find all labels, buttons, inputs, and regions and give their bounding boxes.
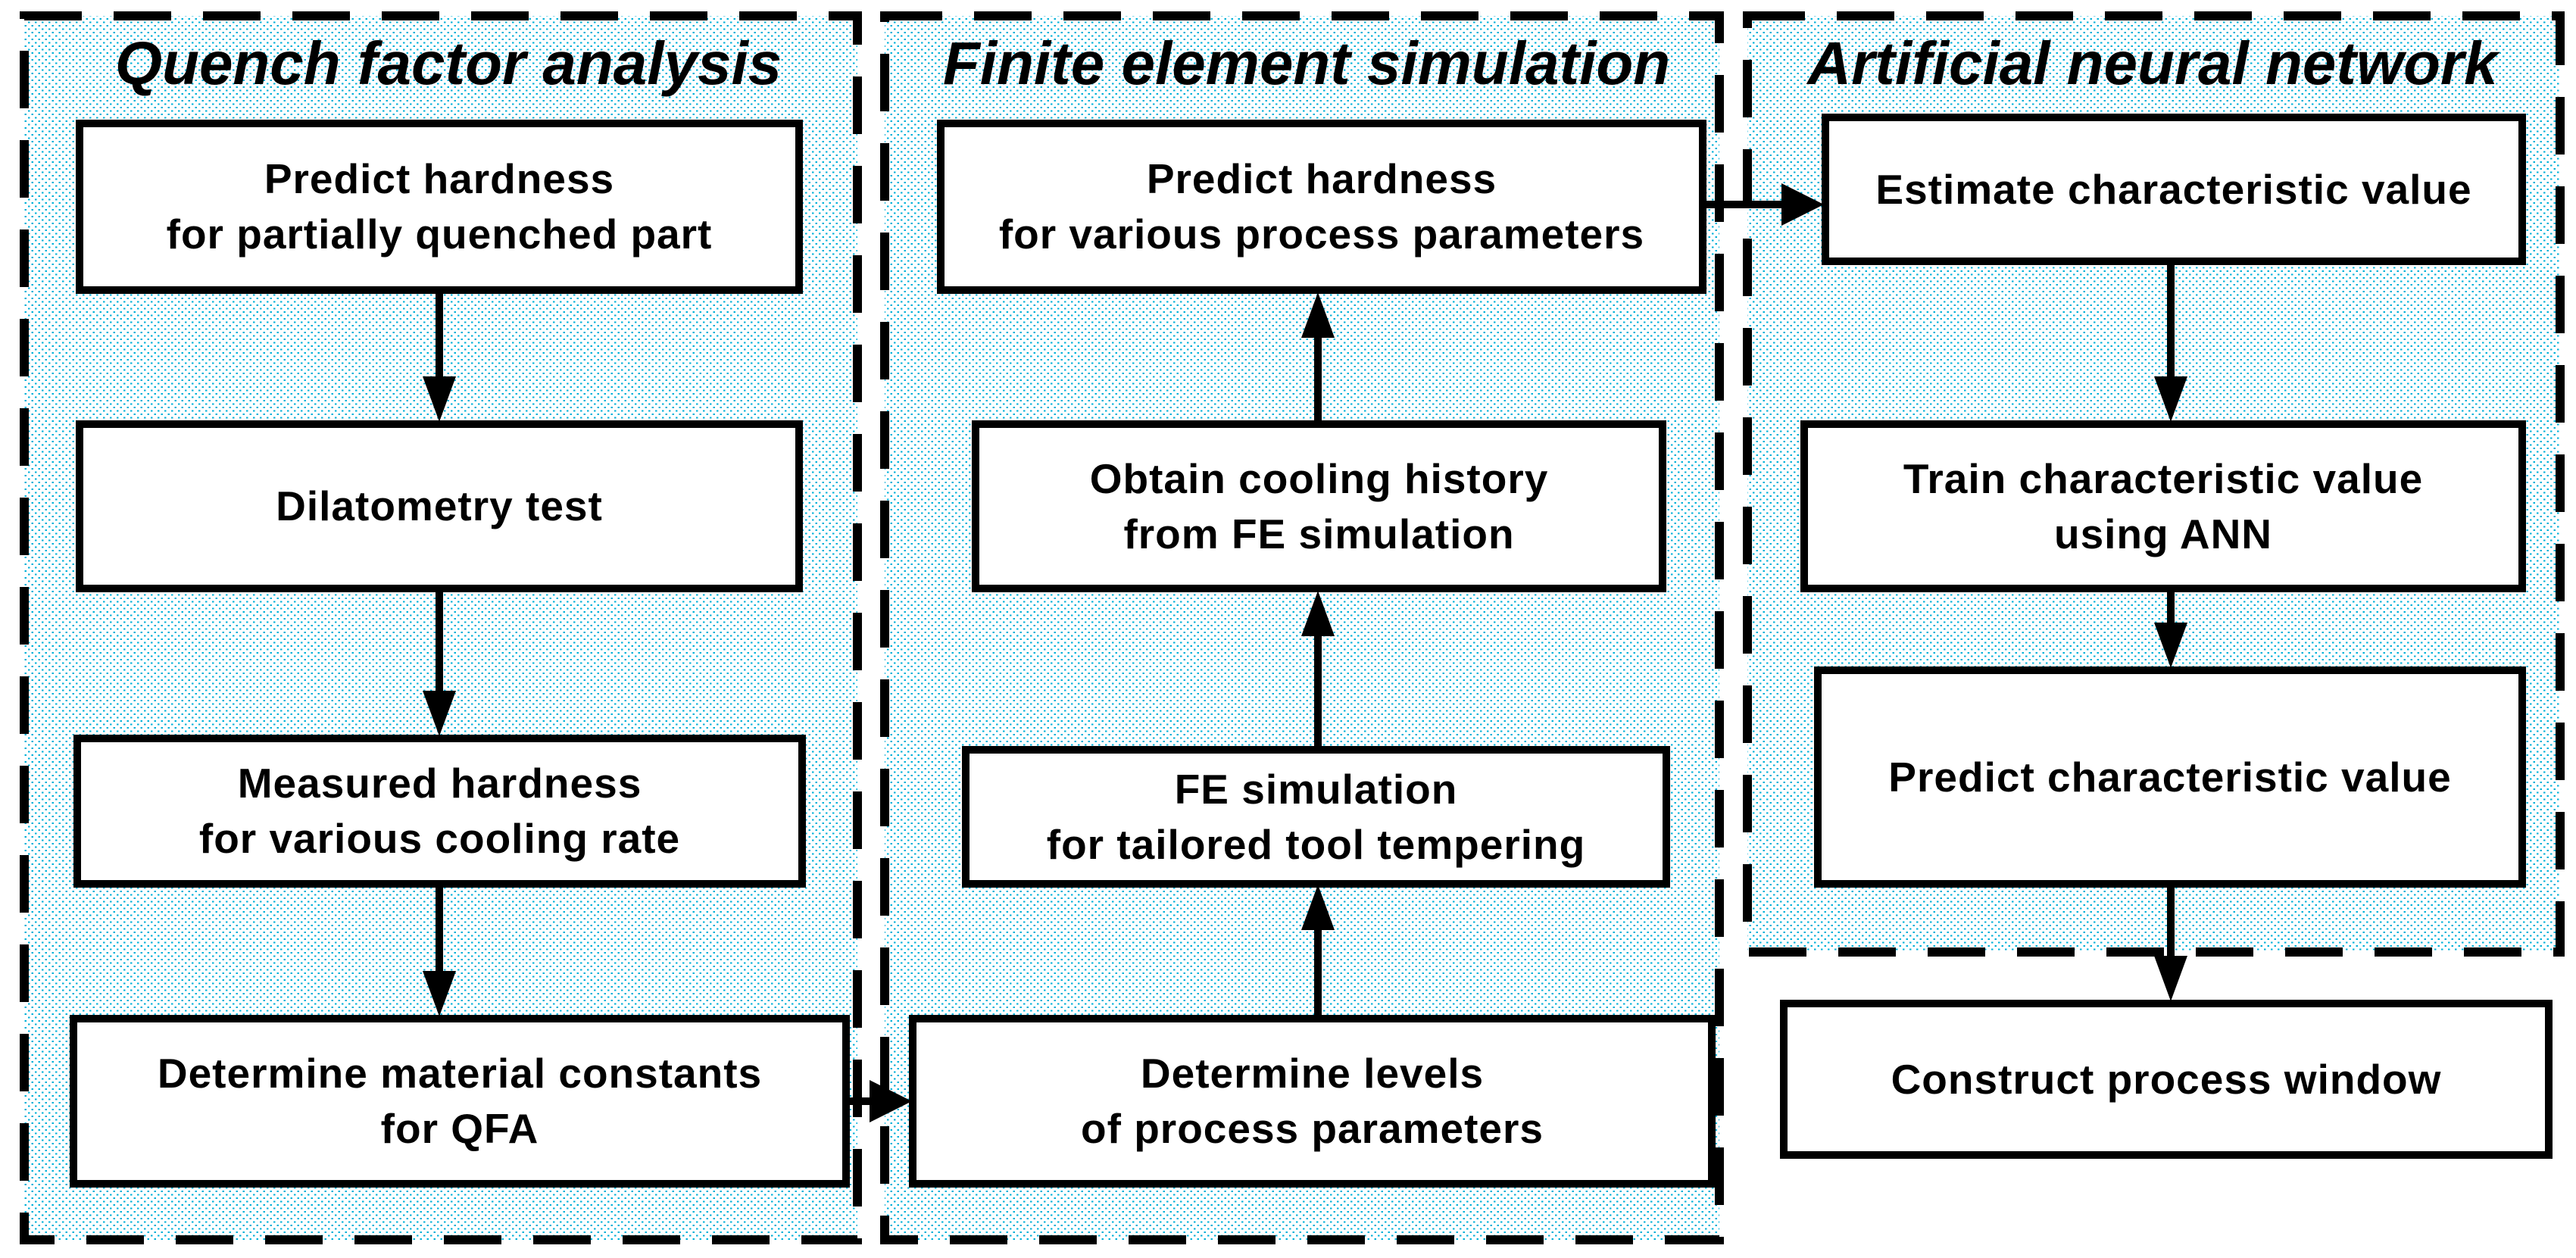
arrowhead-down-icon <box>423 971 456 1016</box>
arrowhead-up-icon <box>1301 292 1335 338</box>
box-text-line: for partially quenched part <box>166 211 713 258</box>
arrowhead-right-icon <box>870 1080 912 1122</box>
arrow-qfa2-to-qfa3 <box>417 591 461 736</box>
qfa-box-dilatometry-test: Dilatometry test <box>76 420 803 592</box>
arrow-shaft <box>2167 264 2175 379</box>
ann-panel-title: Artificial neural network <box>1807 30 2498 97</box>
arrow-shaft <box>2167 886 2175 959</box>
arrowhead-down-icon <box>2154 956 2187 1001</box>
box-text-line: Predict characteristic value <box>1888 753 2452 801</box>
arrowhead-down-icon <box>2154 623 2187 668</box>
arrow-qfa1-to-qfa2 <box>417 292 461 422</box>
box-text-line: Predict hardness <box>264 155 615 203</box>
arrow-shaft <box>1314 633 1322 748</box>
arrow-shaft <box>436 292 443 379</box>
qfa-box-material-constants: Determine material constants for QFA <box>70 1015 850 1188</box>
box-text-line: Determine material constants <box>157 1050 763 1097</box>
arrow-shaft <box>436 886 443 974</box>
fes-box-predict-hardness: Predict hardness for various process par… <box>937 120 1706 294</box>
box-text-line: Train characteristic value <box>1903 454 2424 502</box>
fes-box-cooling-history: Obtain cooling history from FE simulatio… <box>972 420 1666 592</box>
box-text-line: using ANN <box>2053 510 2273 557</box>
arrow-shaft <box>436 591 443 694</box>
box-text-line: Measured hardness <box>237 760 642 807</box>
box-text-line: Construct process window <box>1891 1055 2442 1103</box>
box-text-line: Obtain cooling history <box>1089 454 1549 502</box>
box-text-line: Estimate characteristic value <box>1875 165 2472 213</box>
arrow-shaft <box>847 1097 873 1105</box>
box-text-line: Dilatometry test <box>276 482 603 530</box>
box-text-line: Determine levels <box>1140 1050 1485 1097</box>
box-text-line: FE simulation <box>1174 765 1458 813</box>
qfa-box-predict-hardness: Predict hardness for partially quenched … <box>76 120 803 294</box>
fes-box-fe-simulation: FE simulation for tailored tool temperin… <box>962 746 1670 888</box>
qfa-box-measured-hardness: Measured hardness for various cooling ra… <box>73 735 806 888</box>
arrowhead-down-icon <box>423 691 456 736</box>
arrowhead-up-icon <box>1301 885 1335 930</box>
ann-box-estimate-value: Estimate characteristic value <box>1822 114 2526 265</box>
box-text-line: from FE simulation <box>1123 510 1515 557</box>
arrow-shaft <box>2167 591 2175 626</box>
box-text-line: for QFA <box>380 1105 539 1152</box>
arrow-fes2-to-fes1 <box>1296 292 1340 422</box>
box-text-line: of process parameters <box>1081 1105 1544 1152</box>
arrowhead-right-icon <box>1781 183 1824 226</box>
box-text-line: for various cooling rate <box>198 815 681 862</box>
ann-box-predict-value: Predict characteristic value <box>1814 666 2526 888</box>
fes-box-process-levels: Determine levels of process parameters <box>909 1015 1716 1188</box>
arrow-fes1-to-ann1 <box>1704 183 1824 226</box>
fes-panel-title: Finite element simulation <box>942 30 1671 97</box>
arrow-ann1-to-ann2 <box>2149 264 2193 422</box>
arrow-ann3-to-construct <box>2149 886 2193 1001</box>
arrowhead-down-icon <box>423 376 456 422</box>
arrowhead-down-icon <box>2154 376 2187 422</box>
arrow-shaft <box>1314 335 1322 422</box>
arrow-ann2-to-ann3 <box>2149 591 2193 668</box>
arrow-qfa3-to-qfa4 <box>417 886 461 1016</box>
qfa-panel-title: Quench factor analysis <box>114 30 782 97</box>
construct-process-window-box: Construct process window <box>1780 1000 2553 1159</box>
ann-box-train-value: Train characteristic value using ANN <box>1800 420 2526 592</box>
arrow-shaft <box>1314 927 1322 1016</box>
arrow-fes4-to-fes3 <box>1296 885 1340 1016</box>
arrow-qfa4-to-fes4 <box>847 1079 912 1123</box>
box-text-line: for various process parameters <box>998 211 1645 258</box>
arrow-fes3-to-fes2 <box>1296 591 1340 748</box>
box-text-line: Predict hardness <box>1146 155 1497 203</box>
arrow-shaft <box>1704 201 1784 208</box>
box-text-line: for tailored tool tempering <box>1046 820 1586 868</box>
arrowhead-up-icon <box>1301 591 1335 636</box>
